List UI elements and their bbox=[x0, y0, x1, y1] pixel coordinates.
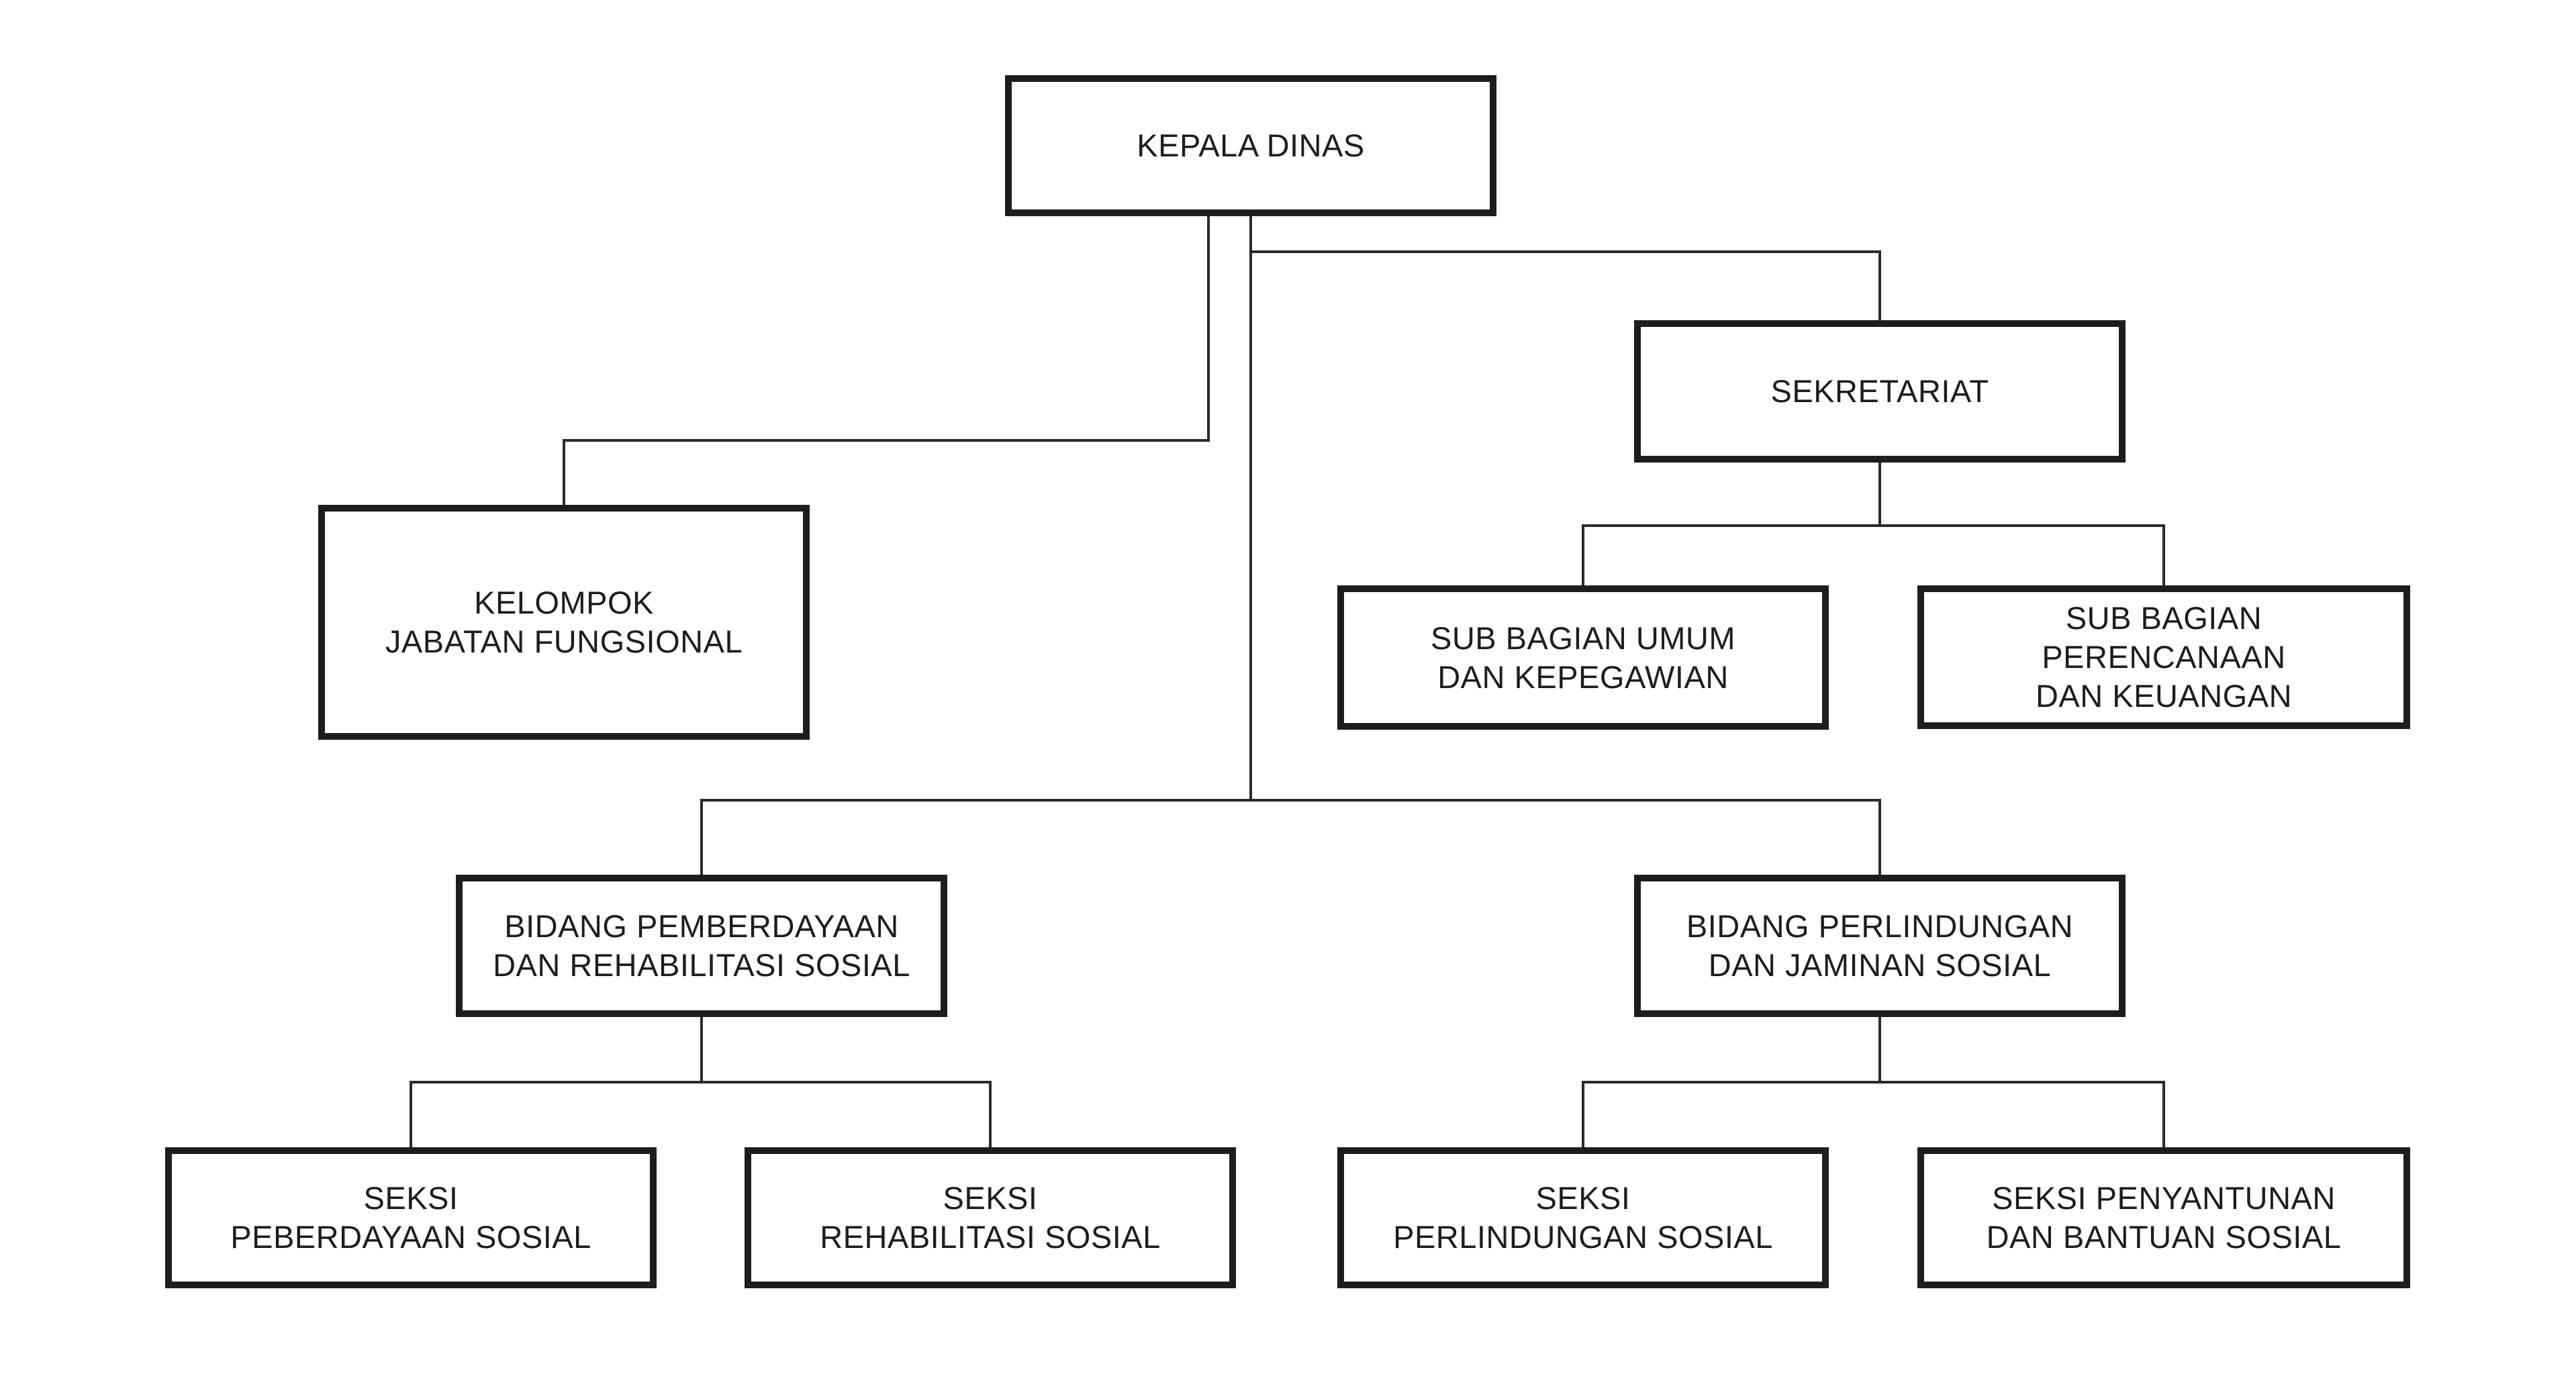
connector-line bbox=[1582, 1081, 1584, 1147]
connector-line bbox=[1878, 1017, 1881, 1082]
connector-line bbox=[563, 439, 565, 505]
org-node-seksi-penyantunan: SEKSI PENYANTUNAN DAN BANTUAN SOSIAL bbox=[1917, 1147, 2410, 1288]
connector-line bbox=[563, 439, 1210, 442]
org-node-seksi-rehabilitasi: SEKSI REHABILITASI SOSIAL bbox=[745, 1147, 1236, 1288]
org-node-bidang-perlindungan: BIDANG PERLINDUNGAN DAN JAMINAN SOSIAL bbox=[1634, 875, 2126, 1017]
org-node-sub-bagian-perencanaan: SUB BAGIAN PERENCANAAN DAN KEUANGAN bbox=[1917, 585, 2410, 729]
org-node-sekretariat: SEKRETARIAT bbox=[1634, 320, 2126, 463]
connector-line bbox=[2162, 524, 2165, 585]
connector-line bbox=[989, 1081, 992, 1147]
org-node-label: SEKSI PEBERDAYAAN SOSIAL bbox=[230, 1180, 591, 1255]
connector-line bbox=[700, 1017, 703, 1082]
org-node-label: KELOMPOK JABATAN FUNGSIONAL bbox=[385, 585, 743, 659]
org-node-label: KEPALA DINAS bbox=[1137, 128, 1365, 163]
org-node-label: BIDANG PEMBERDAYAAN DAN REHABILITASI SOS… bbox=[493, 908, 910, 983]
connector-line bbox=[1249, 250, 1881, 253]
connector-line bbox=[1878, 461, 1881, 526]
connector-line bbox=[1249, 216, 1252, 802]
org-node-label: BIDANG PERLINDUNGAN DAN JAMINAN SOSIAL bbox=[1686, 908, 2074, 983]
connector-line bbox=[1878, 799, 1881, 875]
org-node-bidang-pemberdayaan: BIDANG PEMBERDAYAAN DAN REHABILITASI SOS… bbox=[456, 875, 947, 1017]
connector-line bbox=[1207, 216, 1210, 442]
org-node-label: SEKSI PENYANTUNAN DAN BANTUAN SOSIAL bbox=[1986, 1180, 2342, 1255]
connector-line bbox=[410, 1081, 992, 1083]
connector-line bbox=[410, 1081, 412, 1147]
org-node-label: SEKRETARIAT bbox=[1770, 373, 1989, 409]
org-node-sub-bagian-umum: SUB BAGIAN UMUM DAN KEPEGAWIAN bbox=[1337, 585, 1829, 730]
org-node-seksi-peberdayaan: SEKSI PEBERDAYAAN SOSIAL bbox=[165, 1147, 657, 1288]
connector-line bbox=[1878, 250, 1881, 320]
org-node-kelompok-jabatan-fungsional: KELOMPOK JABATAN FUNGSIONAL bbox=[318, 505, 810, 740]
org-node-label: SEKSI PERLINDUNGAN SOSIAL bbox=[1393, 1180, 1773, 1255]
connector-line bbox=[700, 799, 1881, 802]
org-node-label: SEKSI REHABILITASI SOSIAL bbox=[820, 1180, 1161, 1255]
connector-line bbox=[1582, 524, 1584, 585]
connector-line bbox=[2162, 1081, 2165, 1147]
org-node-kepala-dinas: KEPALA DINAS bbox=[1005, 75, 1496, 216]
connector-line bbox=[1582, 524, 2165, 527]
org-node-label: SUB BAGIAN UMUM DAN KEPEGAWIAN bbox=[1430, 620, 1736, 695]
connector-line bbox=[1582, 1081, 2165, 1083]
connector-line bbox=[700, 799, 703, 875]
org-node-seksi-perlindungan: SEKSI PERLINDUNGAN SOSIAL bbox=[1337, 1147, 1829, 1288]
org-node-label: SUB BAGIAN PERENCANAAN DAN KEUANGAN bbox=[2035, 600, 2293, 714]
